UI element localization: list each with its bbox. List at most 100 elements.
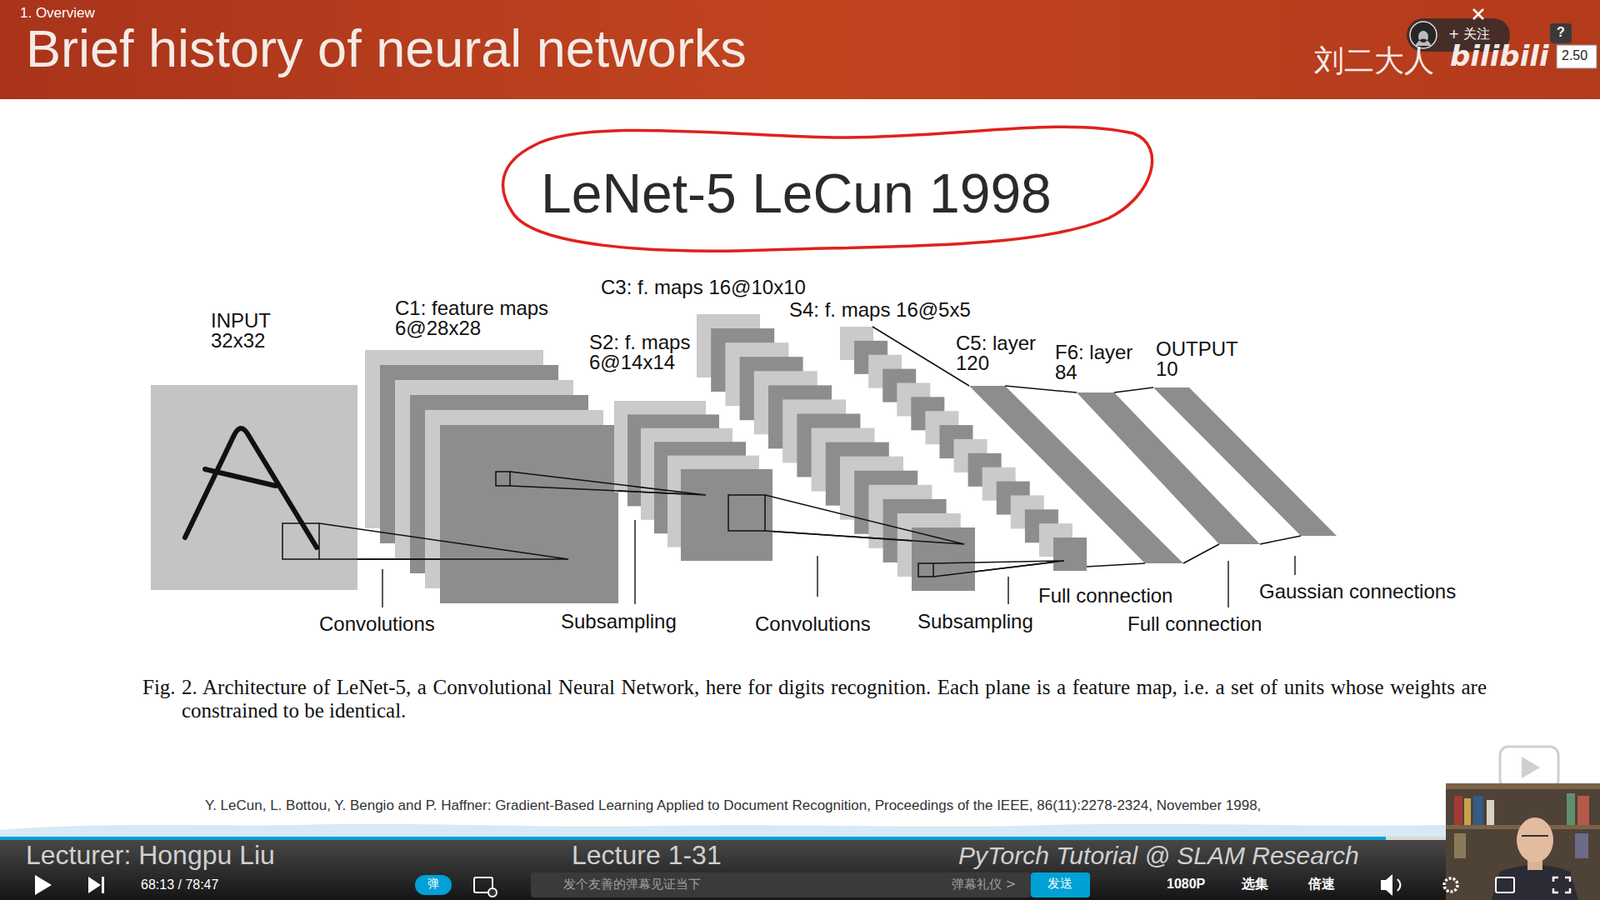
- book: [1486, 800, 1495, 825]
- send-button: [1030, 872, 1090, 898]
- title-anchor: Brief history of neural networks: [25, 22, 747, 75]
- book: [1566, 793, 1575, 825]
- play-icon: [35, 875, 52, 895]
- label-anchor: 发送: [1047, 876, 1073, 891]
- uploader-watermark: 刘二大人: [1314, 43, 1435, 78]
- layer-band: [1153, 387, 1337, 536]
- network-layer: S4: f. maps 16@5x5: [789, 300, 1087, 571]
- label-anchor: 弹: [427, 876, 440, 890]
- time-display: 68:13 / 78:47: [140, 877, 219, 893]
- feature-map-plate: [1053, 537, 1087, 571]
- thumbnail-icon: [1500, 746, 1559, 789]
- volume-icon: [1380, 874, 1393, 896]
- label-anchor: Y. LeCun, L. Bottou, Y. Bengio and P. Ha…: [205, 797, 1261, 815]
- slide-heading: LeNet-5 LeCun 1998: [540, 162, 1052, 226]
- volume-wave: [1397, 879, 1401, 891]
- caption-anchor: Fig. 2. Architecture of LeNet-5, a Convo…: [142, 675, 1487, 723]
- label-anchor: Subsampling: [560, 610, 677, 634]
- label-anchor: 2.50: [1561, 48, 1588, 64]
- label-anchor: 刘二大人: [1314, 43, 1435, 78]
- label-anchor: 1. Overview: [20, 5, 95, 22]
- book: [1454, 833, 1466, 859]
- shelf: [1445, 783, 1600, 790]
- next-icon-bar: [101, 876, 105, 894]
- slide-title: Brief history of neural networks: [25, 22, 747, 75]
- connection-line: [975, 562, 1054, 572]
- progress-played: [0, 836, 1386, 840]
- book: [1577, 795, 1590, 825]
- book: [1454, 795, 1463, 825]
- reference: Y. LeCun, L. Bottou, Y. Bengio and P. Ha…: [205, 797, 1261, 815]
- title-bar: [0, 0, 1600, 100]
- network-layer: C1: feature maps 6@28x28: [365, 298, 619, 604]
- layer-heading: INPUT 32x32: [210, 310, 295, 352]
- feature-map-stack: [365, 350, 619, 604]
- quality-button: 1080P: [1166, 876, 1205, 892]
- send-button-text: 发送: [1047, 876, 1073, 891]
- layer-band: [1076, 392, 1260, 545]
- label-anchor: 1080P: [1166, 876, 1205, 892]
- leader-tick: [382, 520, 1295, 608]
- network-layer: OUTPUT 10: [1153, 339, 1337, 536]
- feature-map-stack: [614, 400, 773, 561]
- progress-track: [0, 836, 1446, 840]
- feature-map-stack: [696, 314, 975, 591]
- footer-text: Lecturer: Hongpu Liu: [25, 840, 275, 871]
- label-anchor: 倍速: [1308, 876, 1335, 892]
- site-watermark: bilibili: [1450, 40, 1550, 73]
- book: [1464, 798, 1471, 825]
- help-icon-text: ?: [1556, 25, 1565, 40]
- layer-heading: C3: f. maps 16@10x10: [600, 277, 806, 298]
- label-anchor: Full connection: [1038, 584, 1173, 608]
- letter-a-stroke: [185, 428, 317, 548]
- operation-label: Gaussian connections: [1259, 580, 1456, 604]
- heat-wave: [0, 824, 1446, 837]
- episodes-button: 选集: [1241, 876, 1269, 892]
- projection-line: [319, 523, 569, 560]
- layer-heading: C5: layer 120: [955, 333, 1048, 375]
- danmaku-toggle: [415, 875, 452, 895]
- label-anchor: 弹幕礼仪 >: [951, 877, 1016, 892]
- network-layer: INPUT 32x32: [150, 310, 358, 590]
- operation-label: Full connection: [1127, 612, 1262, 636]
- settings-icon: [1444, 878, 1458, 892]
- label-anchor: PyTorch Tutorial @ SLAM Research: [958, 841, 1360, 871]
- connection-line: [618, 490, 681, 495]
- person-head: [1516, 817, 1554, 863]
- book: [1575, 833, 1589, 859]
- label-anchor: ?: [1556, 25, 1565, 40]
- layer-band: [969, 385, 1184, 564]
- layer-heading: OUTPUT 10: [1155, 339, 1248, 380]
- receptive-field: [728, 495, 765, 531]
- label-anchor: Full connection: [1127, 612, 1262, 636]
- label-anchor: Subsampling: [917, 610, 1034, 634]
- danmaku-input: [530, 872, 1031, 898]
- danmaku-toggle-text: 弹: [427, 876, 440, 890]
- connection-line: [1260, 535, 1301, 545]
- label-anchor: LeNet-5 LeCun 1998: [540, 162, 1052, 226]
- book: [1473, 795, 1484, 825]
- webcam-inset: [1445, 783, 1600, 900]
- layer-heading: S4: f. maps 16@5x5: [789, 300, 971, 320]
- operation-label: Subsampling: [917, 610, 1034, 634]
- layer-heading: S2: f. maps 6@14x14: [589, 332, 698, 374]
- label-anchor: 68:13 / 78:47: [140, 877, 219, 893]
- footer-text: Lecture 1-31: [571, 840, 722, 871]
- operation-label: Subsampling: [560, 610, 677, 634]
- operation-label: Convolutions: [319, 612, 435, 636]
- network-layer: S2: f. maps 6@14x14: [589, 332, 773, 561]
- hand-drawn-ellipse: [503, 126, 1153, 251]
- network-layer: C3: f. maps 16@10x10: [600, 277, 975, 591]
- help-button: [1550, 23, 1572, 44]
- figure-decor: [185, 326, 1295, 608]
- feature-map-plate: [440, 425, 619, 604]
- layer-heading: C1: feature maps 6@28x28: [395, 298, 558, 340]
- label-anchor: Lecturer: Hongpu Liu: [25, 840, 275, 871]
- thumbnail-play: [1521, 756, 1540, 779]
- label-anchor: Convolutions: [319, 612, 435, 636]
- network-figure: [150, 314, 1337, 604]
